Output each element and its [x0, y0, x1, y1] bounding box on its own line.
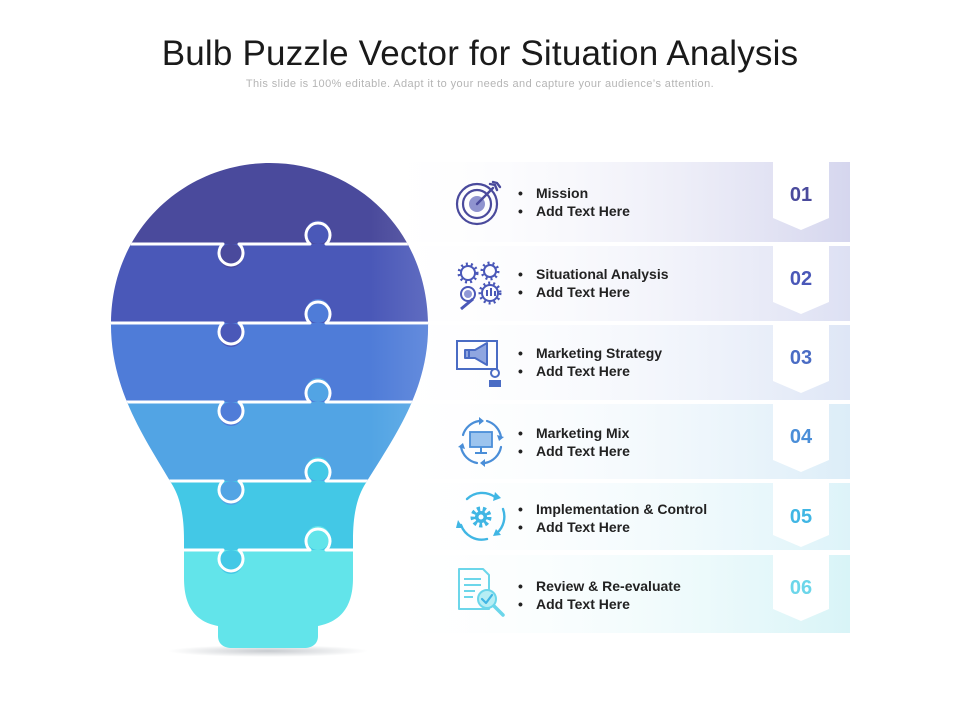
gears-analysis-icon — [457, 261, 502, 311]
step-placeholder-6: Add Text Here — [518, 595, 681, 613]
step-label-1: Mission — [518, 184, 630, 202]
step-row-6: Review & Re-evaluate Add Text Here 06 — [370, 555, 850, 633]
puzzle-seam — [110, 221, 429, 267]
step-badge-2: 02 — [773, 246, 829, 316]
step-placeholder-4: Add Text Here — [518, 442, 630, 460]
gear-cycle-icon — [456, 491, 506, 541]
step-placeholder-2: Add Text Here — [518, 283, 669, 301]
step-placeholder-3: Add Text Here — [518, 362, 662, 380]
step-label-6: Review & Re-evaluate — [518, 577, 681, 595]
step-row-1: Mission Add Text Here 01 — [370, 162, 850, 242]
step-label-4: Marketing Mix — [518, 424, 630, 442]
step-badge-5: 05 — [773, 483, 829, 549]
step-badge-1: 01 — [773, 162, 829, 232]
cycle-monitor-icon — [458, 417, 504, 467]
step-text-3: Marketing Strategy Add Text Here — [518, 344, 662, 380]
step-text-5: Implementation & Control Add Text Here — [518, 500, 707, 536]
puzzle-seam — [110, 458, 429, 504]
step-number-3: 03 — [789, 347, 813, 369]
step-label-2: Situational Analysis — [518, 265, 669, 283]
step-badge-4: 04 — [773, 404, 829, 474]
step-number-6: 06 — [789, 577, 813, 599]
step-label-3: Marketing Strategy — [518, 344, 662, 362]
page-title: Bulb Puzzle Vector for Situation Analysi… — [161, 34, 799, 73]
puzzle-seam — [110, 379, 429, 425]
step-row-5: Implementation & Control Add Text Here 0… — [370, 483, 850, 550]
step-row-4: Marketing Mix Add Text Here 04 — [370, 404, 850, 479]
target-icon — [455, 180, 502, 226]
step-number-2: 02 — [789, 268, 813, 290]
step-badge-3: 03 — [773, 325, 829, 395]
step-placeholder-1: Add Text Here — [518, 202, 630, 220]
step-number-1: 01 — [789, 184, 813, 206]
step-placeholder-5: Add Text Here — [518, 518, 707, 536]
step-row-2: Situational Analysis Add Text Here 02 — [370, 246, 850, 321]
megaphone-presentation-icon — [456, 340, 501, 387]
bulb-shadow — [168, 645, 368, 657]
document-check-icon — [458, 568, 505, 617]
step-text-2: Situational Analysis Add Text Here — [518, 265, 669, 301]
step-text-1: Mission Add Text Here — [518, 184, 630, 220]
puzzle-seam — [110, 300, 429, 346]
step-row-3: Marketing Strategy Add Text Here 03 — [370, 325, 850, 400]
puzzle-seam — [110, 527, 429, 573]
step-text-6: Review & Re-evaluate Add Text Here — [518, 577, 681, 613]
step-number-5: 05 — [789, 506, 813, 528]
page-subtitle: This slide is 100% editable. Adapt it to… — [245, 78, 715, 90]
step-text-4: Marketing Mix Add Text Here — [518, 424, 630, 460]
step-number-4: 04 — [789, 426, 813, 448]
step-badge-6: 06 — [773, 555, 829, 623]
step-label-5: Implementation & Control — [518, 500, 707, 518]
